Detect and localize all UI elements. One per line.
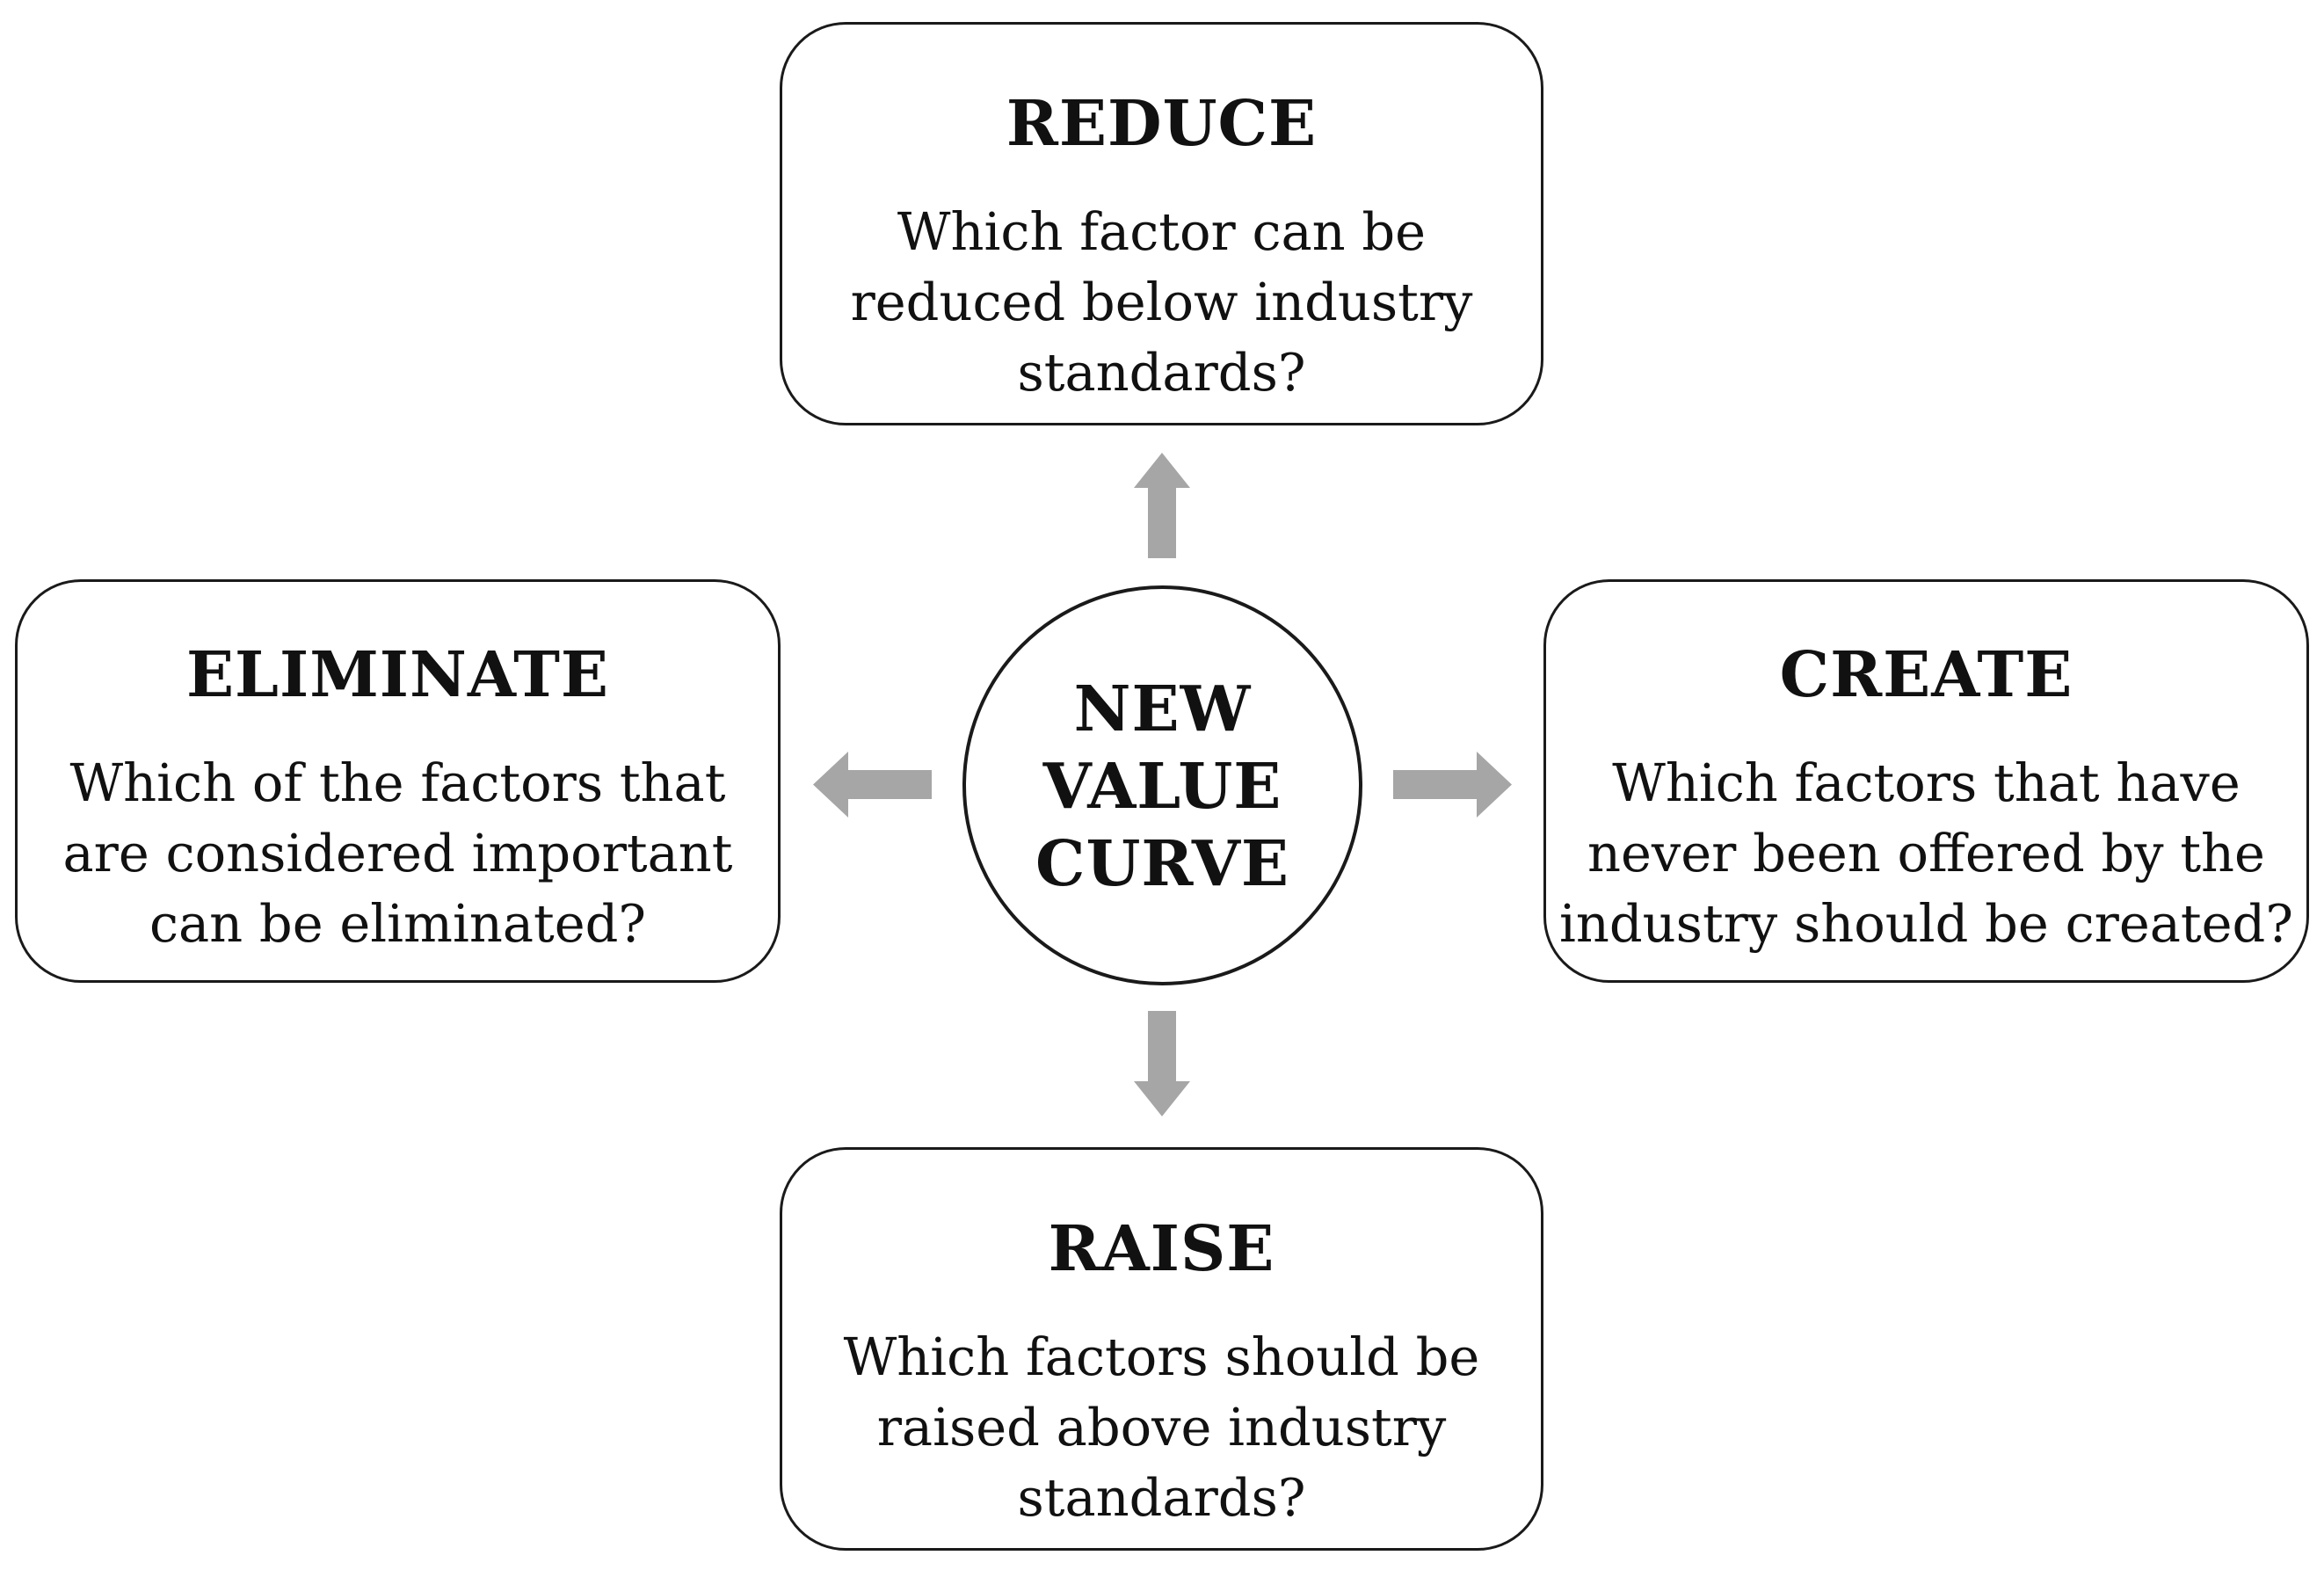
arrow-left-icon bbox=[813, 752, 932, 818]
reduce-question-line-3: standards? bbox=[1017, 342, 1306, 403]
arrow-right-icon bbox=[1393, 752, 1512, 818]
raise-question-line-1: Which factors should be bbox=[843, 1327, 1480, 1387]
reduce-box: REDUCE Which factor can be reduced below… bbox=[780, 22, 1543, 425]
eliminate-question: Which of the factors that are considered… bbox=[18, 748, 778, 959]
new-value-curve-circle: NEW VALUE CURVE bbox=[962, 585, 1362, 985]
eliminate-title: ELIMINATE bbox=[185, 637, 610, 711]
eliminate-question-line-1: Which of the factors that bbox=[69, 752, 726, 813]
create-box: CREATE Which factors that have never bee… bbox=[1543, 579, 2309, 983]
raise-question: Which factors should be raised above ind… bbox=[782, 1322, 1541, 1533]
create-question-line-3: industry should be created? bbox=[1559, 893, 2293, 954]
reduce-title: REDUCE bbox=[1006, 86, 1318, 160]
center-label-line-2: VALUE bbox=[1042, 749, 1282, 823]
raise-title: RAISE bbox=[1048, 1211, 1275, 1285]
eliminate-question-line-2: are considered important bbox=[62, 823, 733, 883]
arrow-down-icon bbox=[1134, 1011, 1190, 1116]
raise-question-line-3: standards? bbox=[1017, 1467, 1306, 1528]
create-question-line-2: never been offered by the bbox=[1587, 823, 2265, 883]
reduce-question-line-2: reduced below industry bbox=[850, 272, 1473, 332]
raise-box: RAISE Which factors should be raised abo… bbox=[780, 1147, 1543, 1551]
reduce-question-line-1: Which factor can be bbox=[897, 201, 1427, 262]
center-label-line-1: NEW bbox=[1073, 672, 1252, 745]
arrow-up-icon bbox=[1134, 453, 1190, 558]
create-question-line-1: Which factors that have bbox=[1612, 752, 2240, 813]
eliminate-question-line-3: can be eliminated? bbox=[149, 893, 647, 954]
reduce-question: Which factor can be reduced below indust… bbox=[782, 197, 1541, 408]
create-question: Which factors that have never been offer… bbox=[1546, 748, 2306, 959]
eliminate-box: ELIMINATE Which of the factors that are … bbox=[15, 579, 781, 983]
center-label-line-3: CURVE bbox=[1035, 826, 1290, 900]
center-label: NEW VALUE CURVE bbox=[966, 670, 1359, 902]
create-title: CREATE bbox=[1779, 637, 2073, 711]
raise-question-line-2: raised above industry bbox=[876, 1397, 1447, 1457]
